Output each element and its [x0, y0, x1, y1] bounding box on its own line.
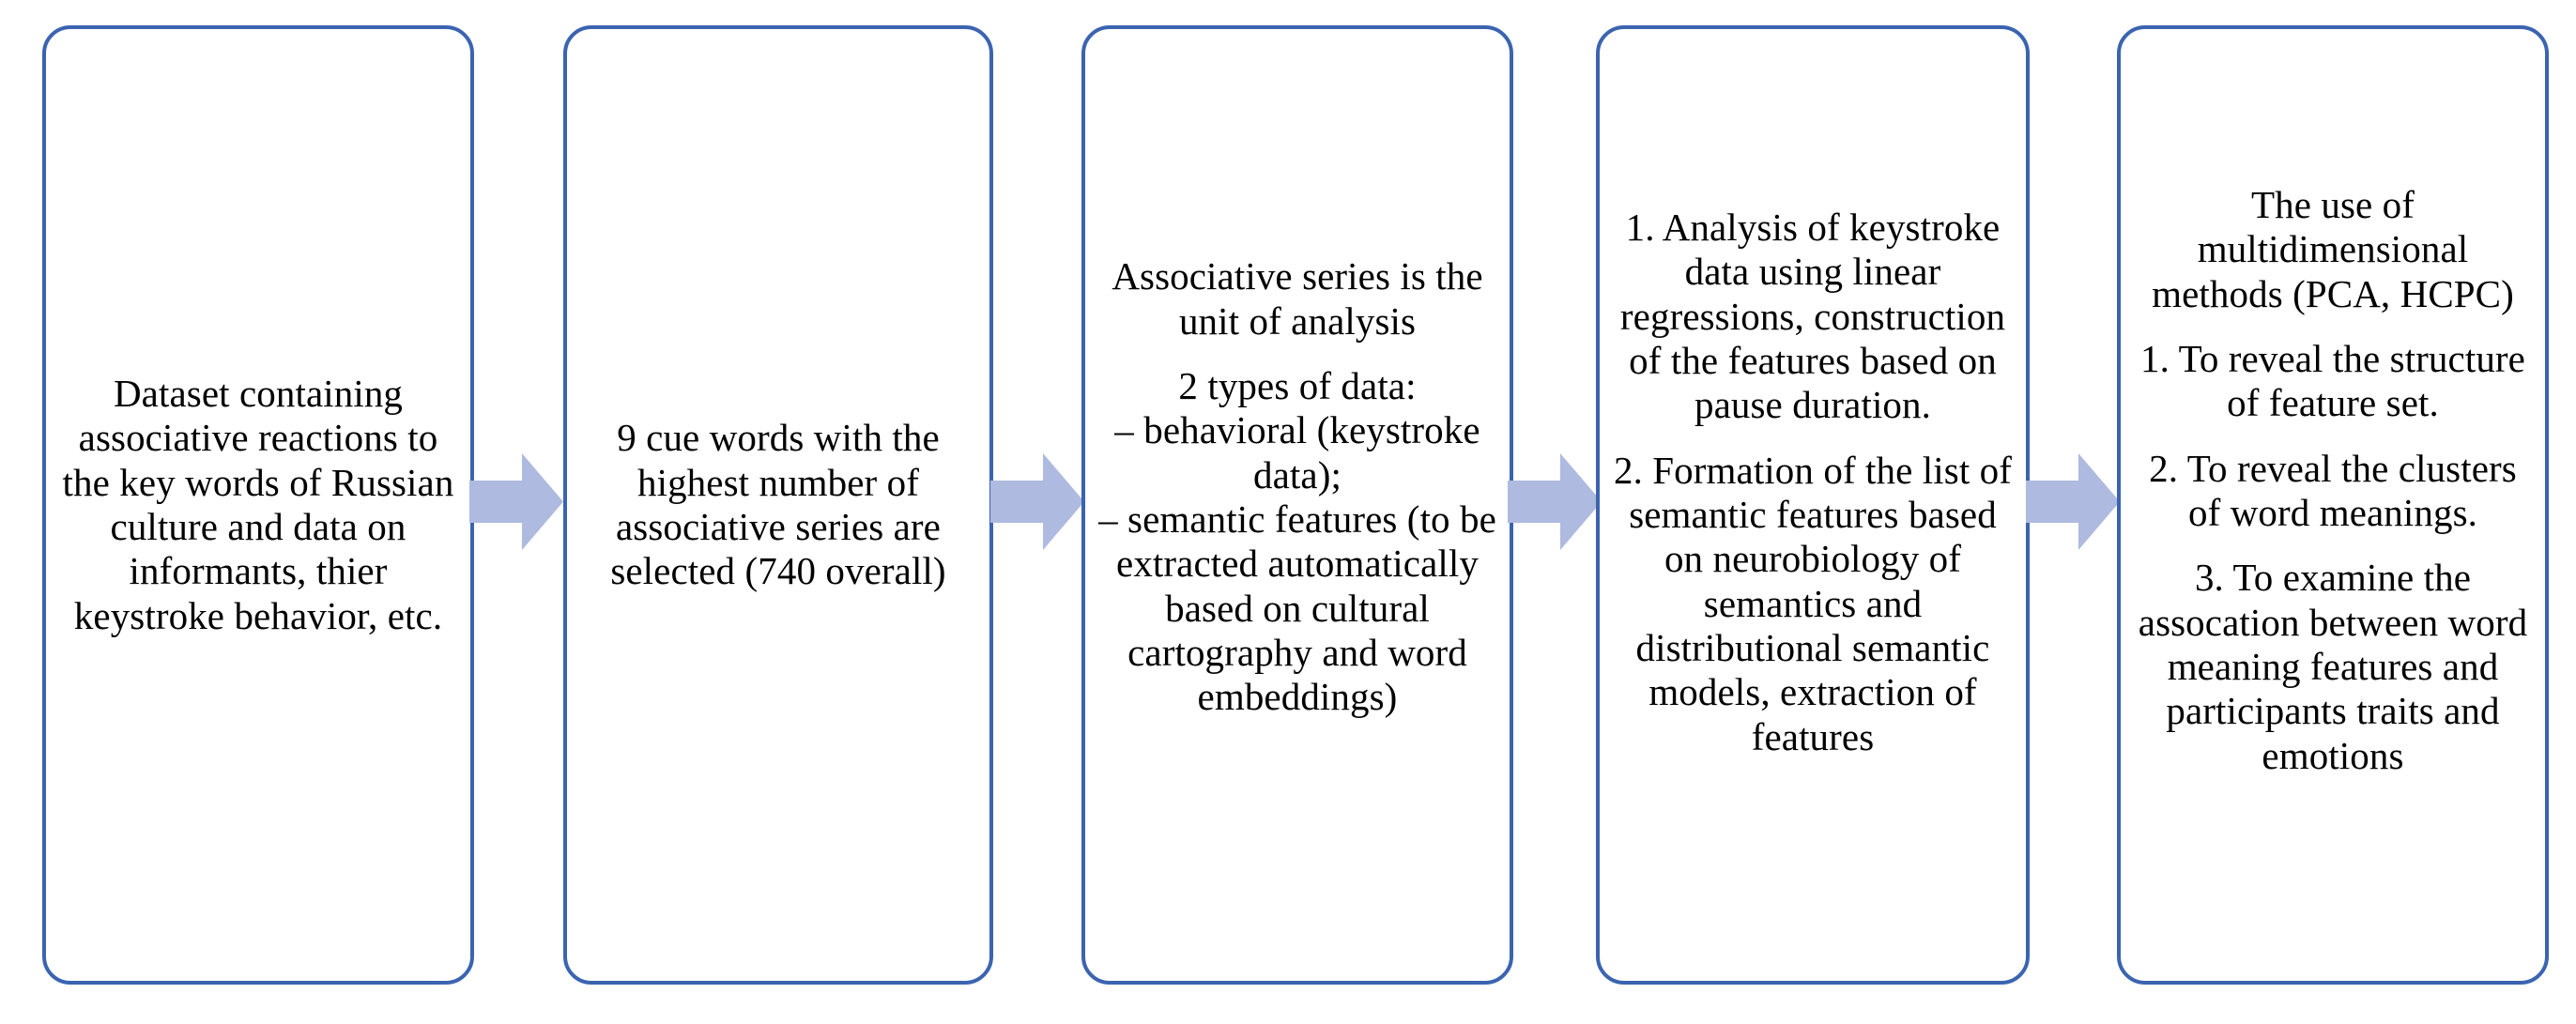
stage-box-feature-construction[interactable]: 1. Analysis of keystroke data using line…	[1596, 25, 2030, 985]
stage-5-paragraph-1: The use of multidimensional methods (PCA…	[2152, 182, 2514, 315]
stage-4-paragraph-2: 2. Formation of the list of semantic fea…	[1613, 448, 2013, 758]
stage-1-text-stack: Dataset containing associative reactions…	[59, 372, 457, 638]
right-block-arrow-icon-3	[1508, 453, 1602, 550]
stage-3-text-stack: Associative series is the unit of analys…	[1098, 254, 1496, 719]
stage-box-dataset[interactable]: Dataset containing associative reactions…	[42, 25, 474, 985]
stage-box-multidimensional-methods[interactable]: The use of multidimensional methods (PCA…	[2117, 25, 2549, 985]
stage-4-text-stack: 1. Analysis of keystroke data using line…	[1613, 206, 2013, 759]
stage-box-cue-word-selection[interactable]: 9 cue words with the highest number of a…	[563, 25, 993, 985]
stage-3-paragraph-2: 2 types of data: – behavioral (keystroke…	[1098, 363, 1496, 719]
stage-5-paragraph-4: 3. To examine the assocation between wor…	[2138, 556, 2528, 777]
stage-5-paragraph-3: 2. To reveal the clusters of word meanin…	[2149, 446, 2517, 534]
stage-4-paragraph-1: 1. Analysis of keystroke data using line…	[1619, 205, 2006, 427]
stage-1-paragraph-1: Dataset containing associative reactions…	[62, 371, 454, 637]
stage-5-paragraph-2: 1. To reveal the structure of feature se…	[2140, 336, 2525, 425]
right-block-arrow-icon-4	[2026, 453, 2120, 550]
stage-5-text-stack: The use of multidimensional methods (PCA…	[2134, 183, 2532, 778]
stage-2-paragraph-1: 9 cue words with the highest number of a…	[610, 416, 946, 593]
right-block-arrow-icon-1	[469, 453, 563, 550]
stage-box-unit-of-analysis[interactable]: Associative series is the unit of analys…	[1081, 25, 1513, 985]
stage-2-text-stack: 9 cue words with the highest number of a…	[580, 416, 976, 593]
right-block-arrow-icon-2	[990, 453, 1084, 550]
stage-3-paragraph-1: Associative series is the unit of analys…	[1112, 254, 1483, 343]
